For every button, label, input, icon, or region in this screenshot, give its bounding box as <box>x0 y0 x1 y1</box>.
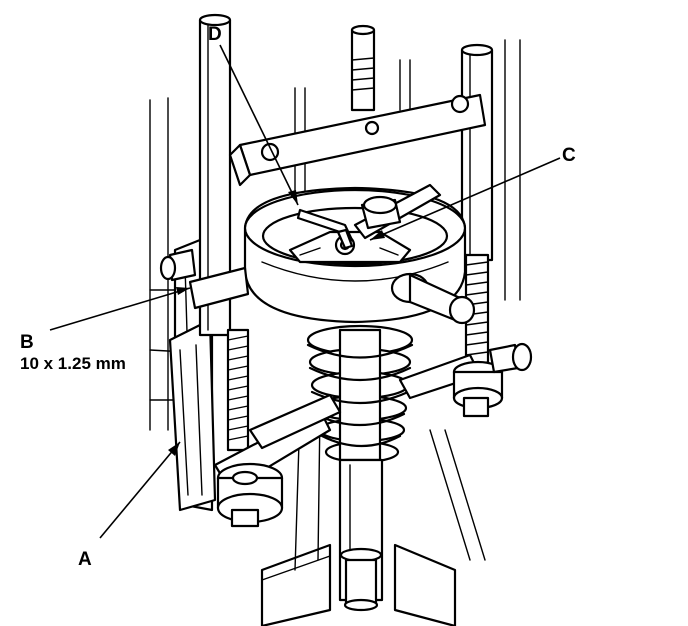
callout-d: D <box>208 24 222 45</box>
coil-spring <box>306 324 414 464</box>
lower-yoke <box>159 248 533 528</box>
leader-lines <box>49 44 561 539</box>
callout-c: C <box>562 145 576 166</box>
press-base <box>260 409 457 626</box>
spring-seat-ring <box>188 186 476 325</box>
top-crossbar <box>228 93 487 187</box>
callout-b-spec: 10 x 1.25 mm <box>20 354 126 373</box>
socket-wrench-tool <box>353 183 442 240</box>
hex-wrench-tool <box>296 208 354 250</box>
press-frame-back <box>149 39 521 561</box>
damper-body <box>338 458 384 612</box>
callout-a: A <box>78 549 92 570</box>
callout-b: B <box>20 332 34 353</box>
